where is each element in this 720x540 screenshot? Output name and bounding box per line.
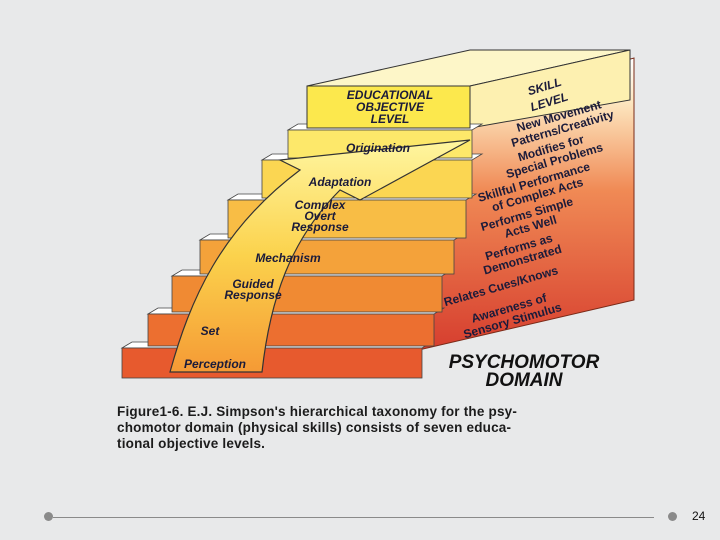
page-number: 24 xyxy=(692,509,706,523)
figure-caption: Figure1-6. E.J. Simpson's hierarchical t… xyxy=(117,404,657,452)
step-label: Response xyxy=(291,220,349,234)
footer-left-dot xyxy=(44,512,53,521)
caption-line: tional objective levels. xyxy=(117,436,266,451)
step-label: Adaptation xyxy=(308,175,372,189)
header-block-front xyxy=(306,85,471,129)
domain-title: PSYCHOMOTOR DOMAIN xyxy=(449,352,600,391)
footer-right-dot xyxy=(668,512,677,521)
domain-title-line: PSYCHOMOTOR xyxy=(449,352,600,373)
step-label: Perception xyxy=(184,357,246,371)
step-label: Complex xyxy=(295,198,347,212)
domain-title-line: DOMAIN xyxy=(485,370,563,391)
step-riser xyxy=(121,347,423,379)
psychomotor-taxonomy-diagram: PerceptionSetGuidedResponseMechanismComp… xyxy=(120,49,635,391)
header-left-label: EDUCATIONAL OBJECTIVE LEVEL xyxy=(347,88,433,126)
step-label: Guided xyxy=(232,277,274,291)
step-label: Set xyxy=(201,324,221,338)
footer-divider xyxy=(53,517,654,518)
step-label: Origination xyxy=(346,141,410,155)
step-label: Response xyxy=(224,288,282,302)
ascending-arrow xyxy=(169,139,471,373)
header-left-line: OBJECTIVE xyxy=(356,100,425,114)
caption-line: Figure1-6. E.J. Simpson's hierarchical t… xyxy=(117,404,518,419)
header-left-line: EDUCATIONAL xyxy=(347,88,433,102)
step-labels: PerceptionSetGuidedResponseMechanismComp… xyxy=(184,141,410,371)
caption-line: chomotor domain (physical skills) consis… xyxy=(117,420,512,435)
step-label: Overt xyxy=(304,209,336,223)
step-label: Mechanism xyxy=(255,251,321,265)
header-left-line: LEVEL xyxy=(371,112,410,126)
